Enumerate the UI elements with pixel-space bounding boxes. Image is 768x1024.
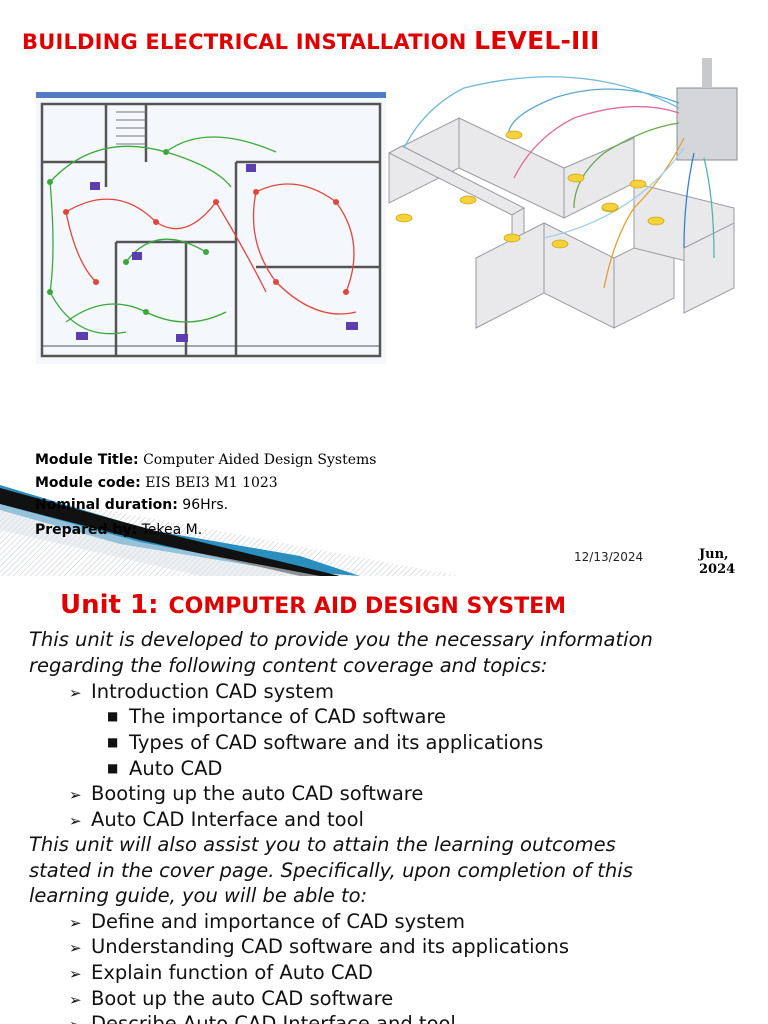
module-title-label: Module Title: <box>35 452 139 468</box>
arrow-bullet-icon: ➢ <box>69 786 82 804</box>
duration-label: Nominal duration: <box>35 497 178 513</box>
goal-item: ➢ Define and importance of CAD system <box>69 910 465 933</box>
unit-overview-slide: Unit 1: COMPUTER AID DESIGN SYSTEM This u… <box>0 576 768 1024</box>
publication-date: Jun, 2024 <box>699 547 736 576</box>
module-title-value: Computer Aided Design Systems <box>143 452 377 468</box>
goal-item: ➢Describe Auto CAD Interface and tool <box>69 1012 456 1024</box>
unit-title: COMPUTER AID DESIGN SYSTEM <box>168 594 567 619</box>
duration-row: Nominal duration: 96Hrs. <box>35 497 228 513</box>
unit-heading: Unit 1: COMPUTER AID DESIGN SYSTEM <box>60 590 566 620</box>
square-bullet-icon: ■ <box>107 761 119 775</box>
cover-title: BUILDING ELECTRICAL INSTALLATION LEVEL-I… <box>22 26 600 55</box>
subtopic-item: ■ The importance of CAD software <box>107 705 446 728</box>
slide-date: 12/13/2024 <box>574 550 644 564</box>
topic-text: Booting up the auto CAD software <box>91 782 424 805</box>
arrow-bullet-icon: ➢ <box>69 684 82 702</box>
goal-item: ➢ Understanding CAD software and its appl… <box>69 935 569 958</box>
subtopic-text: The importance of CAD software <box>129 705 446 728</box>
unit-label: Unit 1: <box>60 590 159 620</box>
subtopic-text: Auto CAD <box>129 757 223 780</box>
prepared-by-value: Tekea M. <box>141 522 203 538</box>
arrow-bullet-icon: ➢ <box>69 991 82 1009</box>
outcome-line-2: stated in the cover page. Specifically, … <box>29 859 633 882</box>
arrow-bullet-icon: ➢ <box>69 812 82 830</box>
intro-line-1: This unit is developed to provide you th… <box>29 628 653 651</box>
topic-item: ➢ Introduction CAD system <box>69 680 334 703</box>
subtopic-item: ■ Auto CAD <box>107 757 222 780</box>
duration-value: 96Hrs. <box>182 497 229 513</box>
module-title-row: Module Title: Computer Aided Design Syst… <box>35 452 376 468</box>
goal-text: Describe Auto CAD Interface and tool <box>91 1012 456 1024</box>
goal-text: Boot up the auto CAD software <box>91 987 394 1010</box>
module-code-value: EIS BEI3 M1 1023 <box>145 475 278 491</box>
outcome-line-1: This unit will also assist you to attain… <box>29 833 616 856</box>
goal-item: ➢ Explain function of Auto CAD <box>69 961 373 984</box>
topic-item: ➢ Auto CAD Interface and tool <box>69 808 364 831</box>
subtopic-text: Types of CAD software and its applicatio… <box>129 731 544 754</box>
topic-text: Introduction CAD system <box>91 680 334 703</box>
decorative-swoosh <box>0 485 460 576</box>
goal-text: Define and importance of CAD system <box>91 910 466 933</box>
arrow-bullet-icon: ➢ <box>69 1016 91 1024</box>
topic-item: ➢ Booting up the auto CAD software <box>69 782 423 805</box>
goal-text: Understanding CAD software and its appli… <box>91 935 570 958</box>
module-code-label: Module code: <box>35 475 141 491</box>
arrow-bullet-icon: ➢ <box>69 939 82 957</box>
3d-wiring-illustration <box>387 58 738 329</box>
cover-title-main: BUILDING ELECTRICAL INSTALLATION <box>22 30 467 54</box>
module-code-row: Module code: EIS BEI3 M1 1023 <box>35 475 278 491</box>
intro-line-2: regarding the following content coverage… <box>29 654 548 677</box>
arrow-bullet-icon: ➢ <box>69 914 82 932</box>
goal-item: ➢ Boot up the auto CAD software <box>69 987 393 1010</box>
outcome-line-3: learning guide, you will be able to: <box>29 884 368 907</box>
topic-text: Auto CAD Interface and tool <box>91 808 364 831</box>
square-bullet-icon: ■ <box>107 735 119 749</box>
square-bullet-icon: ■ <box>107 709 119 723</box>
subtopic-item: ■ Types of CAD software and its applicati… <box>107 731 543 754</box>
prepared-by-row: Prepared by: Tekea M. <box>35 522 202 538</box>
electrical-floor-plan-drawing <box>36 92 386 364</box>
arrow-bullet-icon: ➢ <box>69 965 82 983</box>
cover-title-level: LEVEL-III <box>474 26 600 55</box>
goal-text: Explain function of Auto CAD <box>91 961 373 984</box>
cover-slide: BUILDING ELECTRICAL INSTALLATION LEVEL-I… <box>0 26 738 576</box>
prepared-by-label: Prepared by: <box>35 522 138 538</box>
